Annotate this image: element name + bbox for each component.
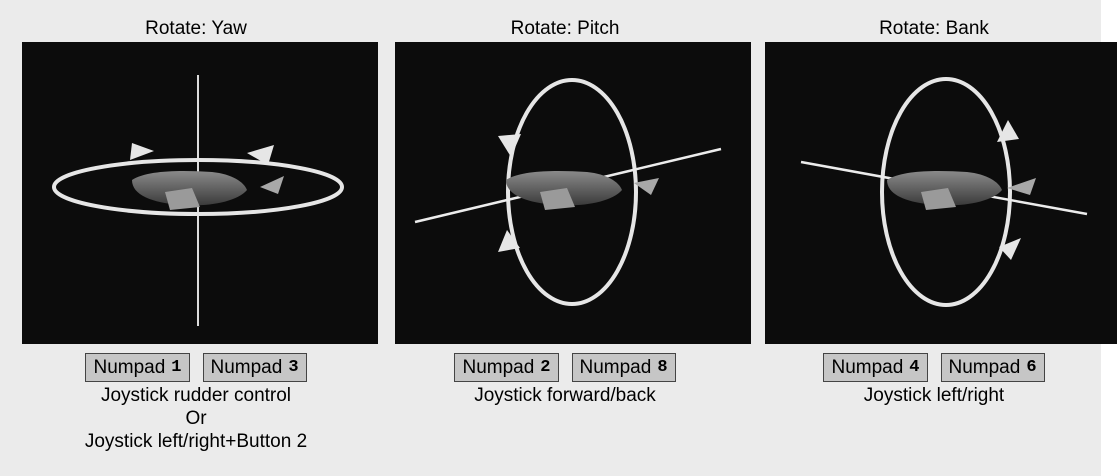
yaw-rotation-ring [52,158,344,216]
pitch-description: Joystick forward/back [474,385,656,406]
bank-description: Joystick left/right [863,385,1005,406]
pitch-rotation-illustration [395,42,751,344]
yaw-arrow-right-icon [247,145,274,165]
yaw-arrow-left-icon [130,143,154,160]
bank-rotation-illustration [765,42,1117,344]
yaw-rotation-illustration [22,42,378,344]
bank-arrow-down-icon [999,238,1021,260]
aircraft-shape [132,170,284,210]
yaw-title: Rotate: Yaw [145,18,247,39]
pitch-rotation-ring [506,78,638,306]
pitch-arrow-up-icon [498,134,521,157]
bank-rotation-ring [880,77,1012,307]
aircraft-shape [887,170,1036,210]
pitch-title: Rotate: Pitch [510,18,620,39]
bank-arrow-up-icon [997,120,1019,142]
pitch-arrow-down-icon [498,230,520,252]
aircraft-shape [506,170,659,210]
yaw-description: Joystick rudder control Or Joystick left… [84,385,308,452]
bank-title: Rotate: Bank [879,18,989,39]
